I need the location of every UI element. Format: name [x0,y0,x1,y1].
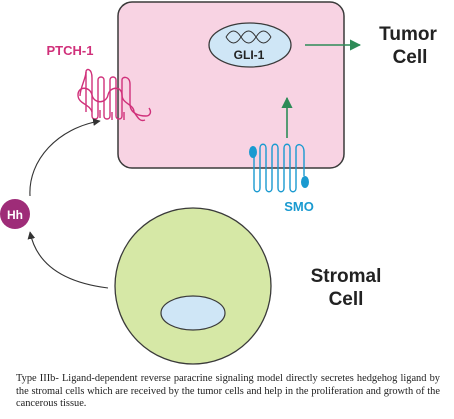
tumor-cell-label-line2: Cell [393,47,428,68]
smo-intracellular-knob [249,146,257,158]
stromal-cell [114,207,272,365]
stromal-to-hh-arrow [27,231,109,289]
hh-ligand [0,199,30,229]
hh-to-ptch-arrow [29,118,101,197]
smo-label: SMO [284,199,314,214]
ptch-receptor [77,71,146,122]
tumor-nucleus [208,22,292,68]
hh-label: Hh [7,208,23,222]
dna-helix-icon [225,30,272,44]
stromal-cell-label-line2: Cell [329,289,364,310]
smo-extracellular-knob [301,176,309,188]
figure-caption: Type IIIb- Ligand-dependent reverse para… [16,373,440,410]
gli-label: GLI-1 [234,48,265,62]
stromal-nucleus [160,295,226,331]
stromal-cell-label-line1: Stromal [311,266,382,287]
ptch-coil [85,68,152,120]
tumor-cell-label-line1: Tumor [379,24,437,45]
ptch-label: PTCH-1 [47,43,94,58]
